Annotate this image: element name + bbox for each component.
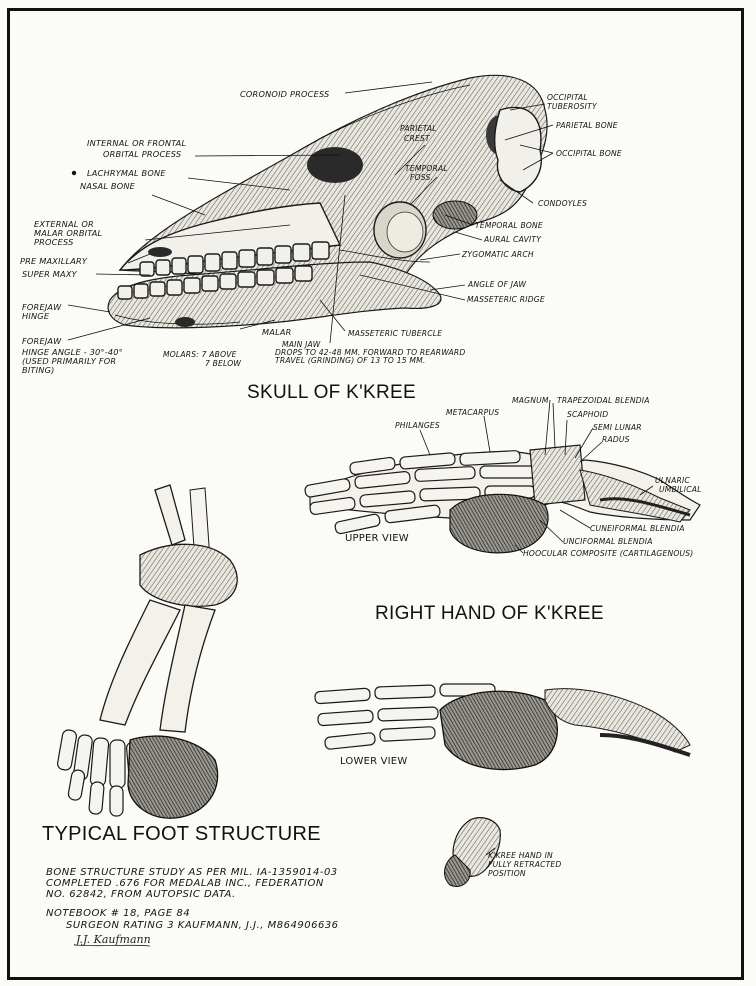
label-super-maxy: SUPER MAXY bbox=[22, 269, 78, 279]
upper-view-caption: UPPER VIEW bbox=[345, 533, 409, 544]
surgeon-rating: SURGEON RATING 3 KAUFMANN, J.J., M864906… bbox=[66, 920, 339, 931]
foot-title: TYPICAL FOOT STRUCTURE bbox=[42, 823, 321, 845]
internal-orbital-line-2: ORBITAL PROCESS bbox=[103, 149, 181, 159]
molars-line-2: 7 BELOW bbox=[205, 359, 241, 368]
label-zygomatic-arch: ZYGOMATIC ARCH bbox=[461, 250, 534, 259]
skull-drawing bbox=[108, 75, 547, 327]
main-jaw-line-3: TRAVEL (GRINDING) OF 13 TO 15 MM. bbox=[275, 356, 426, 365]
label-nasal-bone: NASAL BONE bbox=[80, 181, 136, 191]
label-masseteric-tubercle: MASSETERIC TUBERCLE bbox=[348, 329, 442, 338]
label-parietal-bone: PARIETAL BONE bbox=[556, 121, 618, 130]
foot-drawing bbox=[57, 485, 238, 818]
notebook-ref: NOTEBOOK # 18, PAGE 84 bbox=[46, 908, 190, 919]
hinge-angle-line-3: BITING) bbox=[22, 365, 55, 375]
label-unciformal: UNCIFORMAL BLENDIA bbox=[563, 537, 653, 546]
ulnaric-line-1: ULNARIC bbox=[655, 476, 690, 485]
label-radus: RADUS bbox=[602, 435, 630, 444]
molars-line-1: MOLARS: 7 ABOVE bbox=[163, 350, 237, 359]
temporal-fossa-line-2: FOSS. bbox=[410, 173, 433, 182]
study-line-1: BONE STRUCTURE STUDY AS PER MIL. IA-1359… bbox=[46, 867, 338, 878]
study-note: BONE STRUCTURE STUDY AS PER MIL. IA-1359… bbox=[46, 867, 338, 900]
label-angle-of-jaw: ANGLE OF JAW bbox=[467, 280, 526, 289]
parietal-crest-line-2: CREST bbox=[404, 134, 431, 143]
retracted-line-2: FULLY RETRACTED bbox=[488, 860, 561, 869]
external-orbital-line-3: PROCESS bbox=[34, 237, 73, 247]
label-metacarpus: METACARPUS bbox=[446, 408, 499, 417]
label-coronoid-process: CORONOID PROCESS bbox=[240, 89, 329, 99]
hand-title: RIGHT HAND OF K'KREE bbox=[375, 603, 604, 624]
study-line-2: COMPLETED .676 FOR MEDALAB INC., FEDERAT… bbox=[46, 878, 324, 889]
bullet-dot bbox=[72, 171, 76, 175]
parietal-crest-line-1: PARIETAL bbox=[400, 124, 437, 133]
retracted-line-1: K'KREE HAND IN bbox=[488, 851, 553, 860]
label-cuneiformal: CUNEIFORMAL BLENDIA bbox=[590, 524, 685, 533]
label-philanges: PHILANGES bbox=[395, 421, 440, 430]
signature: J.J. Kaufmann bbox=[74, 933, 151, 946]
label-aural-cavity: AURAL CAVITY bbox=[483, 235, 542, 244]
label-pre-maxillary: PRE MAXILLARY bbox=[20, 256, 88, 266]
label-trapezoidal: TRAPEZOIDAL BLENDIA bbox=[557, 396, 650, 405]
retracted-line-3: POSITION bbox=[488, 869, 526, 878]
label-hoocular: HOOCULAR COMPOSITE (CARTILAGENOUS) bbox=[523, 549, 693, 558]
internal-orbital-line-1: INTERNAL OR FRONTAL bbox=[87, 138, 186, 148]
study-notes: BONE STRUCTURE STUDY AS PER MIL. IA-1359… bbox=[46, 867, 339, 946]
label-masseteric-ridge: MASSETERIC RIDGE bbox=[467, 295, 545, 304]
occipital-line-2: TUBEROSITY bbox=[547, 102, 598, 111]
skull-title: SKULL OF K'KREE bbox=[247, 382, 416, 403]
label-condoyles: CONDOYLES bbox=[538, 199, 587, 208]
label-magnum: MAGNUM bbox=[512, 396, 549, 405]
label-lachrymal-bone: LACHRYMAL BONE bbox=[87, 168, 166, 178]
label-temporal-bone: TEMPORAL BONE bbox=[475, 221, 543, 230]
label-occipital-bone: OCCIPITAL BONE bbox=[556, 149, 622, 158]
label-malar: MALAR bbox=[262, 327, 292, 337]
label-forejaw: FOREJAW bbox=[22, 336, 62, 346]
label-scaphoid: SCAPHOID bbox=[567, 410, 608, 419]
ulnaric-line-2: UMBILICAL bbox=[659, 485, 702, 494]
label-semilunar: SEMI LUNAR bbox=[593, 423, 642, 432]
forejaw-hinge-line-2: HINGE bbox=[22, 311, 50, 321]
occipital-line-1: OCCIPITAL bbox=[547, 93, 588, 102]
lower-view-caption: LOWER VIEW bbox=[340, 756, 407, 767]
study-line-3: NO. 62842, FROM AUTOPSIC DATA. bbox=[46, 889, 236, 900]
temporal-fossa-line-1: TEMPORAL bbox=[405, 164, 448, 173]
label-hinge-angle: HINGE ANGLE - 30°-40°(USED PRIMARILY FOR… bbox=[22, 347, 123, 375]
